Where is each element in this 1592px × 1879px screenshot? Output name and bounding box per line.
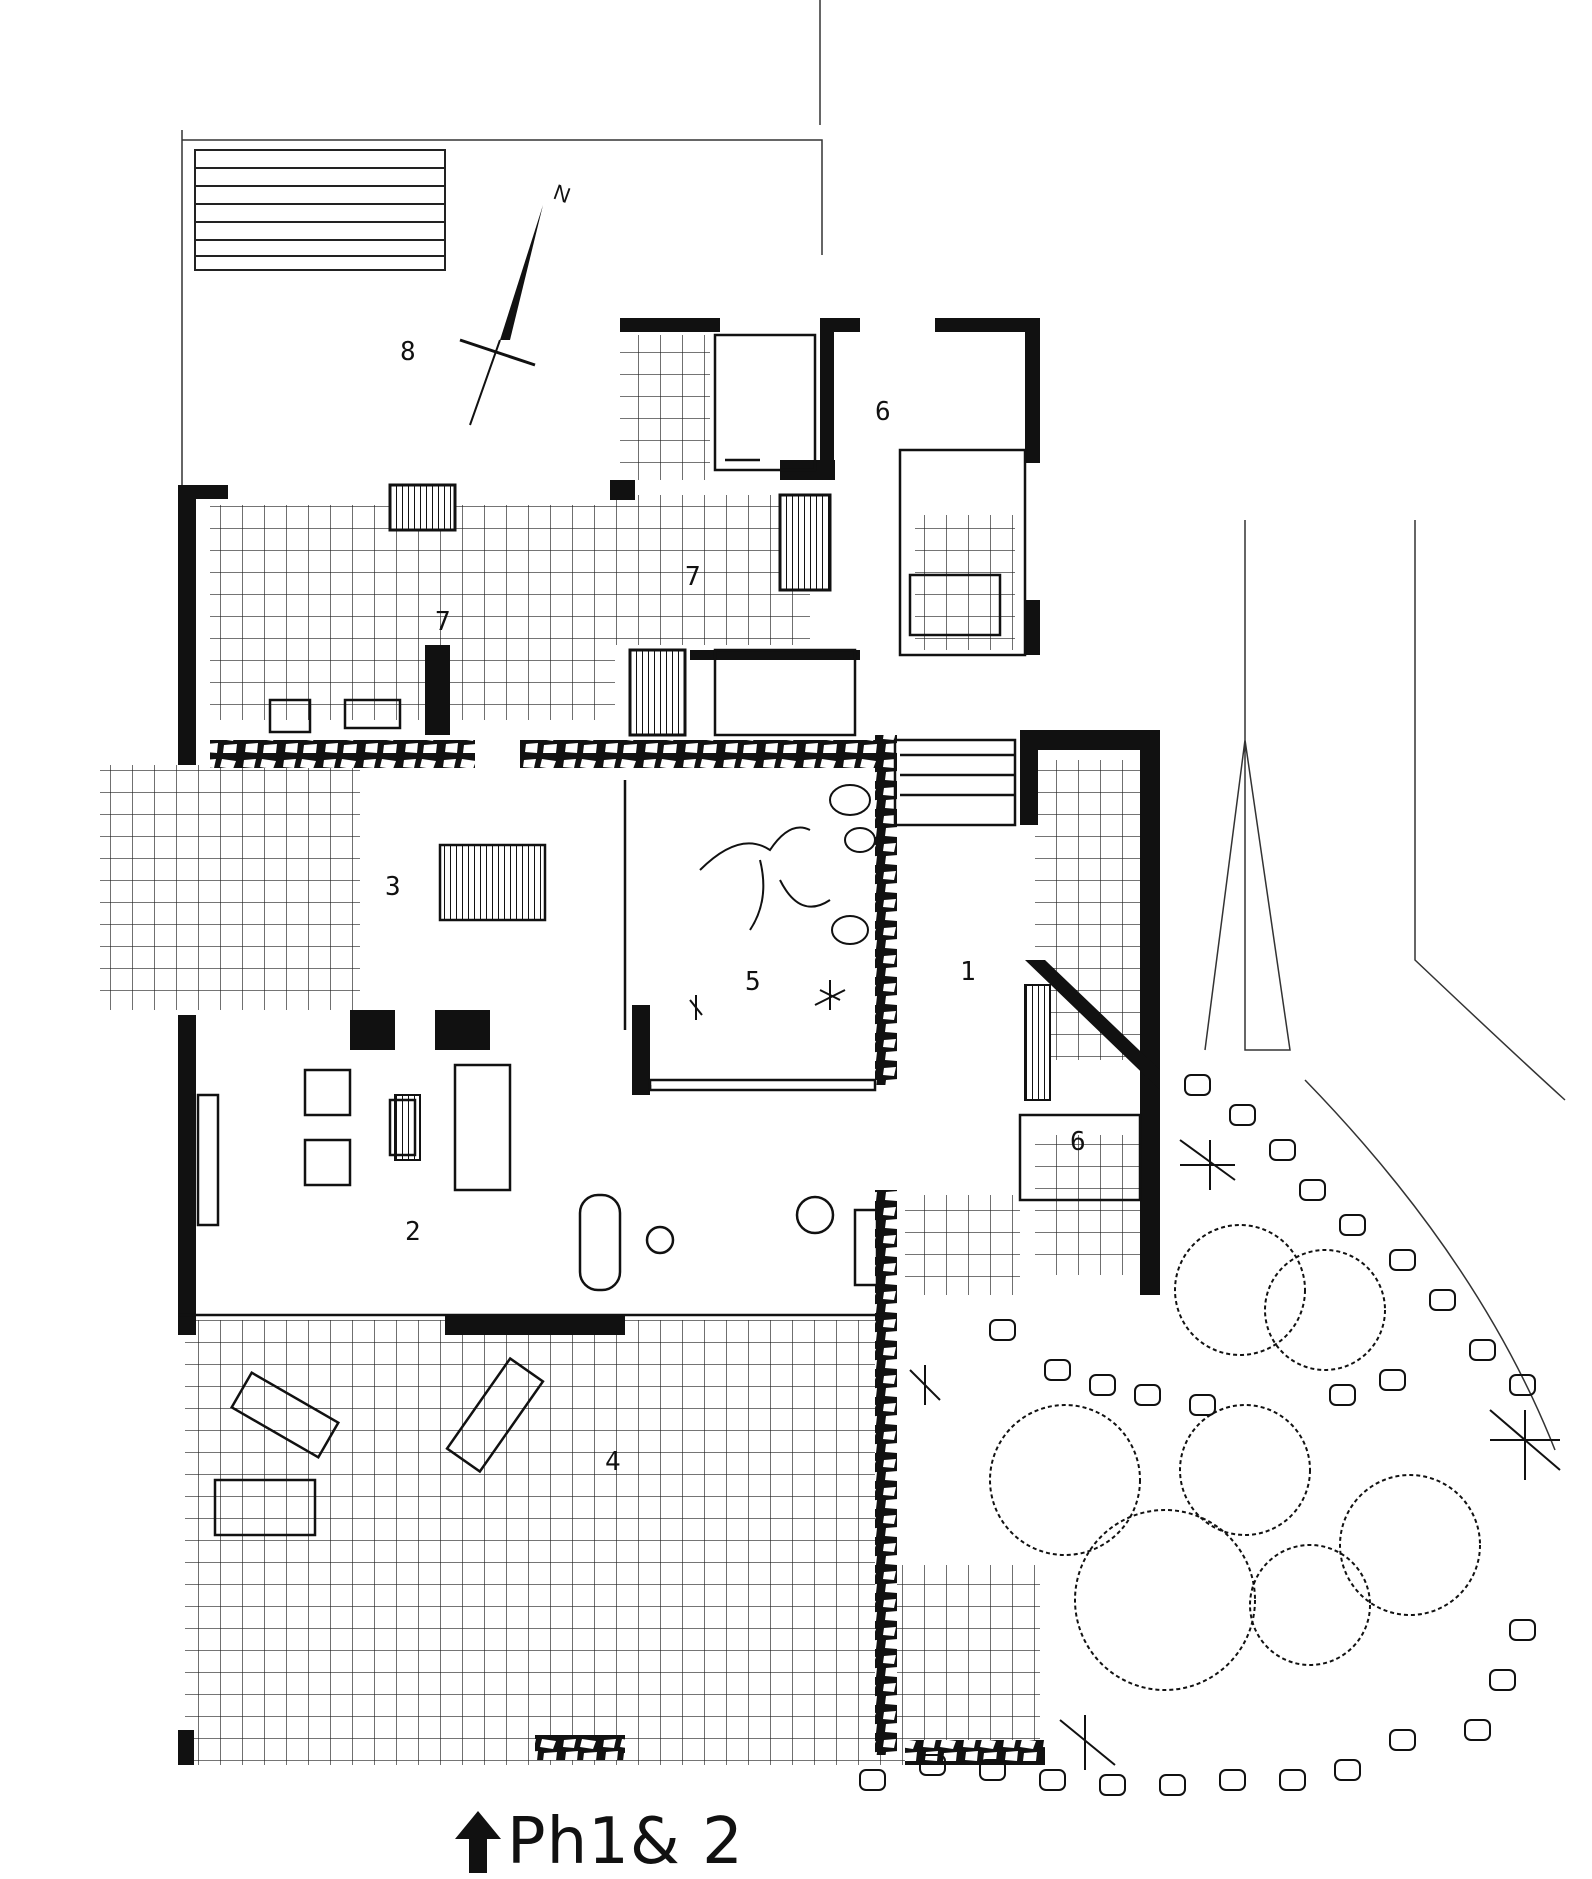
deck-chair — [229, 1370, 341, 1460]
garden — [859, 1074, 1561, 1796]
walls — [178, 318, 1160, 1765]
bed — [908, 573, 1002, 637]
sofa — [453, 1063, 512, 1192]
room-label-living: 2 — [405, 1217, 421, 1247]
coffee-table — [388, 1098, 417, 1157]
up-arrow-icon — [455, 1811, 501, 1873]
counter — [343, 698, 402, 730]
dining-table — [438, 843, 547, 922]
room-labels: 1 2 3 4 5 6 6 7 7 8 — [385, 337, 1086, 1477]
armchair — [303, 1068, 352, 1117]
room-label-bedroom-small: 6 — [1070, 1127, 1086, 1157]
room-label-patio: 5 — [745, 967, 761, 997]
hatched-elements — [388, 483, 1051, 1161]
room-label-terrace: 4 — [605, 1447, 621, 1477]
chair — [795, 1195, 835, 1235]
chaise — [578, 1193, 622, 1292]
site-lines — [181, 0, 1566, 1451]
stool — [645, 1225, 675, 1255]
room-label-service: 7 — [685, 562, 701, 592]
armchair — [303, 1138, 352, 1187]
room-label-bedroom-main: 6 — [875, 397, 891, 427]
side-cabinet — [196, 1093, 220, 1227]
room-label-dining: 3 — [385, 872, 401, 902]
stove — [268, 698, 312, 734]
deck-chair — [445, 1356, 545, 1474]
room-label-kitchen: 7 — [435, 607, 451, 637]
lounger — [213, 1478, 317, 1537]
patio-plants — [689, 784, 876, 1020]
north-label: N — [550, 179, 573, 208]
furniture — [196, 573, 1002, 1537]
yard-stair — [194, 149, 446, 271]
caption-text: Ph1& 2 — [507, 1805, 744, 1879]
tiled-floors — [100, 335, 1155, 1765]
bench — [853, 1208, 879, 1287]
north-arrow-icon: N — [459, 179, 574, 426]
partitions — [178, 333, 1142, 1317]
room-label-yard: 8 — [400, 337, 416, 367]
room-label-entrance: 1 — [960, 957, 976, 987]
plan-caption: Ph1& 2 — [455, 1805, 744, 1879]
